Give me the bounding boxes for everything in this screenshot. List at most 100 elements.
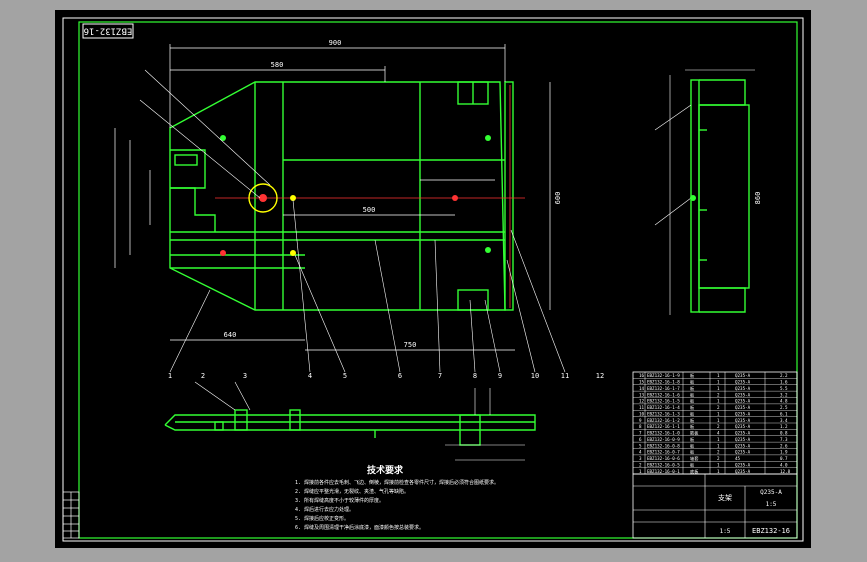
bom-cell-mat: Q235-A — [735, 450, 751, 455]
title-part-name: 支架 — [718, 493, 732, 502]
bom-cell-mat: Q235-A — [735, 386, 751, 391]
callout-3: 3 — [243, 372, 247, 380]
bom-cell-code: EBZ132-16-1-6 — [647, 392, 680, 397]
bom-cell-code: EBZ132-16-0-5 — [647, 462, 680, 467]
callout-9: 9 — [498, 372, 502, 380]
bom-cell-qty: 2 — [717, 405, 720, 410]
bom-cell-no: 4 — [639, 450, 642, 455]
corner-number-text: EBZ132-16 — [84, 26, 133, 36]
bom-cell-qty: 1 — [717, 443, 720, 448]
bom-cell-qty: 1 — [717, 399, 720, 404]
bom-cell-mat: Q235-A — [735, 437, 751, 442]
bom-cell-name: 轴套 — [690, 455, 699, 462]
dimension-lines — [114, 44, 551, 351]
drawing-sheet: EBZ132-16 — [55, 10, 811, 548]
bom-cell-name: 板 — [690, 417, 695, 424]
title-sheet: 1:5 — [720, 528, 731, 535]
side-view-dims — [654, 69, 755, 315]
bom-cell-qty: 1 — [717, 469, 720, 474]
bom-cell-code: EBZ132-16-1-9 — [647, 373, 680, 378]
bom-cell-name: 板 — [690, 372, 695, 379]
bom-cell-qty: 2 — [717, 392, 720, 397]
bom-cell-name: 筋板 — [690, 430, 699, 437]
callout-8: 8 — [473, 372, 477, 380]
bom-cell-name: 板 — [690, 442, 695, 449]
bom-cell-name: 板 — [690, 391, 695, 398]
bom-cell-no: 16 — [639, 373, 645, 378]
bom-cell-name: 板 — [690, 398, 695, 405]
bom-cell-wt: 5.5 — [780, 386, 788, 391]
bom-cell-wt: 2.6 — [780, 443, 788, 448]
bom-cell-code: EBZ132-16-1-8 — [647, 380, 680, 385]
bom-cell-wt: 4.0 — [780, 462, 788, 467]
bom-cell-wt: 3.2 — [780, 392, 788, 397]
callout-4: 4 — [308, 372, 312, 380]
bom-cell-name: 板 — [690, 404, 695, 411]
dim-right-height: 600 — [554, 192, 562, 205]
bom-cell-no: 13 — [639, 392, 645, 397]
bom-cell-code: EBZ132-16-1-1 — [647, 424, 680, 429]
callout-labels: 1 2 3 4 5 6 7 8 9 10 11 12 — [168, 372, 604, 380]
callout-2: 2 — [201, 372, 205, 380]
dim-bottom-mid: 750 — [404, 341, 417, 349]
bom-cell-code: EBZ132-16-1-3 — [647, 411, 680, 416]
dim-top-overall: 900 — [329, 39, 342, 47]
bom-cell-code: EBZ132-16-1-7 — [647, 386, 680, 391]
bom-cell-mat: 45 — [735, 456, 741, 461]
bom-cell-mat: Q235-A — [735, 405, 751, 410]
bom-cell-qty: 1 — [717, 386, 720, 391]
bom-cell-no: 1 — [639, 469, 642, 474]
callout-6: 6 — [398, 372, 402, 380]
bom-cell-wt: 4.8 — [780, 399, 788, 404]
bom-cell-qty: 1 — [717, 411, 720, 416]
callout-7: 7 — [438, 372, 442, 380]
elevation-dims — [194, 381, 525, 461]
bom-cell-no: 14 — [639, 386, 645, 391]
bom-cell-name: 板 — [690, 410, 695, 417]
bom-cell-name: 板 — [690, 436, 695, 443]
bom-cell-no: 10 — [639, 411, 645, 416]
bom-cell-mat: Q235-A — [735, 373, 751, 378]
bom-cell-code: EBZ132-16-1-2 — [647, 418, 680, 423]
callout-5: 5 — [343, 372, 347, 380]
bom-cell-no: 6 — [639, 437, 642, 442]
bom-cell-qty: 2 — [717, 424, 720, 429]
holes — [220, 135, 491, 256]
bom-cell-qty: 1 — [717, 462, 720, 467]
bom-cell-mat: Q235-A — [735, 380, 751, 385]
bom-cell-mat: Q235-A — [735, 443, 751, 448]
title-material: Q235-A — [760, 489, 782, 496]
tech-note-4: 4. 焊后进行去应力处理。 — [295, 506, 354, 513]
callout-11: 11 — [561, 372, 569, 380]
title-drawing-no: EBZ132-16 — [752, 527, 790, 535]
side-view — [690, 79, 750, 313]
bom-cell-wt: 12.8 — [780, 469, 791, 474]
bom-cell-wt: 7.3 — [780, 437, 788, 442]
tech-note-5: 5. 焊接后应校正变形。 — [295, 515, 349, 522]
bom-cell-wt: 1.9 — [780, 450, 788, 455]
callout-10: 10 — [531, 372, 539, 380]
tech-note-2: 2. 焊缝应平整光滑，无裂纹、夹渣、气孔等缺陷。 — [295, 488, 409, 495]
bom-cell-qty: 1 — [717, 418, 720, 423]
bom-cell-mat: Q235-A — [735, 411, 751, 416]
title-scale: 1:5 — [766, 501, 777, 508]
bom-cell-qty: 2 — [717, 450, 720, 455]
bom-cell-name: 底板 — [690, 468, 699, 475]
cad-drawing: EBZ132-16 — [62, 17, 804, 542]
tech-requirements: 技术要求 1. 焊接前各件应去毛刺、飞边、倒棱，焊接前检查各零件尺寸，焊接后必须… — [295, 464, 499, 531]
bom-cell-wt: 1.6 — [780, 380, 788, 385]
bom-cell-no: 11 — [639, 405, 645, 410]
bom-cell-wt: 3.4 — [780, 418, 788, 423]
bom-cell-mat: Q235-A — [735, 462, 751, 467]
bom-cell-no: 7 — [639, 431, 642, 436]
bom-cell-qty: 1 — [717, 373, 720, 378]
bom-cell-code: EBZ132-16-1-5 — [647, 399, 680, 404]
tech-note-6: 6. 焊缝及周围清理干净后涂底漆，面漆颜色按总装要求。 — [295, 524, 424, 531]
bom-cell-no: 15 — [639, 380, 645, 385]
bom-cell-wt: 1.2 — [780, 424, 788, 429]
bom-cell-mat: Q235-A — [735, 399, 751, 404]
bom-cell-wt: 0.7 — [780, 456, 788, 461]
bom-cell-no: 8 — [639, 424, 642, 429]
bom-cell-wt: 2.5 — [780, 405, 788, 410]
